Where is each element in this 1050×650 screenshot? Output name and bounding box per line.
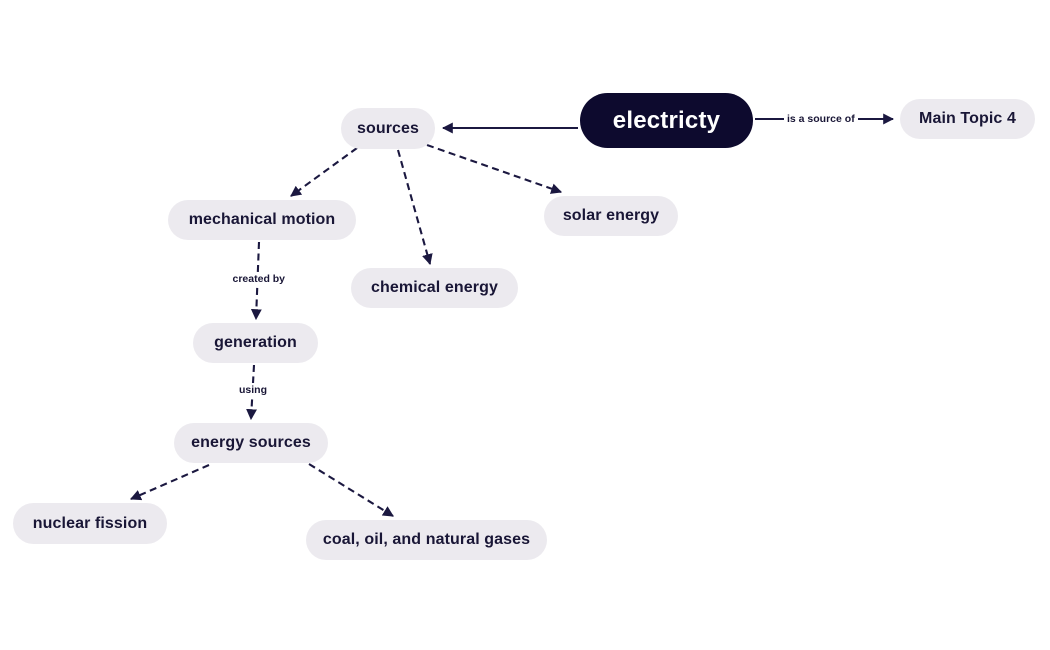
edge-energy_sources-to-coal_oil_gases xyxy=(308,463,394,517)
edge-sources-to-chemical_energy xyxy=(396,149,433,266)
edge-energy_sources-to-nuclear_fission xyxy=(129,464,210,501)
node-nuclear_fission[interactable]: nuclear fission xyxy=(13,503,167,544)
edge-sources-to-mechanical_motion xyxy=(290,147,358,197)
node-coal_oil_gases[interactable]: coal, oil, and natural gases xyxy=(306,520,547,560)
node-mechanical_motion[interactable]: mechanical motion xyxy=(168,200,356,240)
node-generation[interactable]: generation xyxy=(193,323,318,363)
node-energy_sources[interactable]: energy sources xyxy=(174,423,328,463)
edge-sources-to-solar_energy xyxy=(426,144,563,194)
node-chemical_energy[interactable]: chemical energy xyxy=(351,268,518,308)
node-solar_energy[interactable]: solar energy xyxy=(544,196,678,236)
node-electricty[interactable]: electricty xyxy=(580,93,753,148)
edge-label-e2: is a source of xyxy=(784,112,858,126)
edge-label-e6: created by xyxy=(229,272,289,286)
node-main_topic_4[interactable]: Main Topic 4 xyxy=(900,99,1035,139)
node-sources[interactable]: sources xyxy=(341,108,435,149)
edge-label-e7: using xyxy=(236,383,270,397)
